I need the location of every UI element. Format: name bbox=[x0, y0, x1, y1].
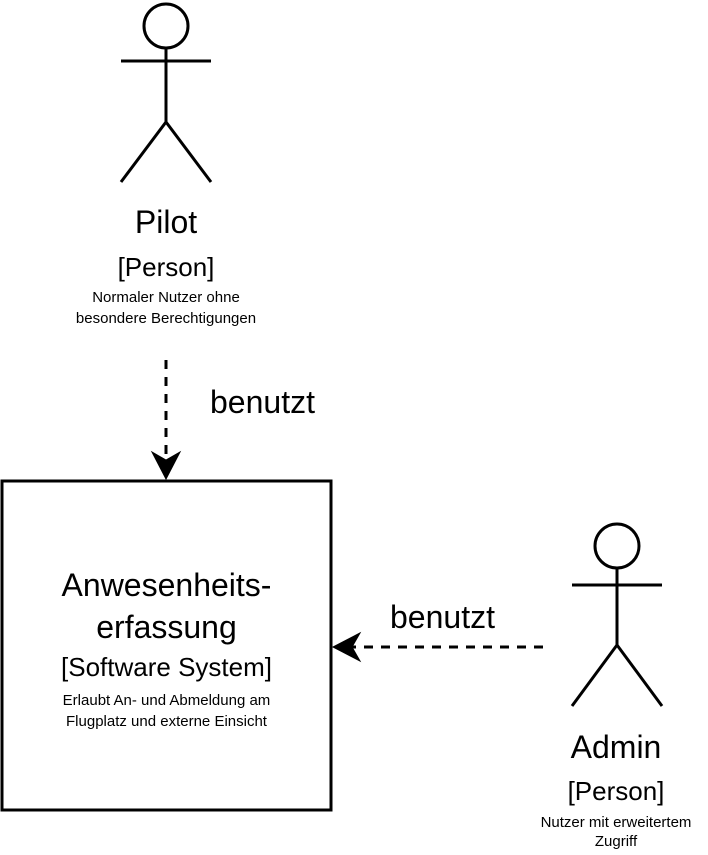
pilot-edge-label: benutzt bbox=[210, 384, 315, 420]
admin-head bbox=[593, 522, 641, 570]
system-type: [Software System] bbox=[61, 652, 272, 682]
software-system-box[interactable] bbox=[0, 479, 333, 812]
admin-left-leg bbox=[570, 644, 619, 707]
pilot-to-system-arrow bbox=[150, 360, 182, 481]
pilot-description-line1: Normaler Nutzer ohne bbox=[92, 289, 240, 306]
pilot-actor-figure[interactable] bbox=[119, 2, 213, 183]
pilot-arrow-head bbox=[150, 450, 182, 481]
admin-right-leg bbox=[615, 644, 664, 707]
admin-name: Admin bbox=[570, 729, 662, 765]
pilot-right-leg bbox=[164, 121, 213, 183]
admin-to-system-arrow bbox=[331, 631, 543, 663]
pilot-name: Pilot bbox=[134, 204, 198, 240]
pilot-type: [Person] bbox=[117, 252, 215, 282]
system-description-line1: Erlaubt An- und Abmeldung am bbox=[62, 692, 271, 709]
pilot-left-leg bbox=[119, 121, 168, 183]
pilot-head bbox=[142, 2, 190, 50]
system-name-line1: Anwesenheits- bbox=[61, 567, 272, 603]
admin-type: [Person] bbox=[567, 776, 665, 806]
admin-description-line1: Nutzer mit erweitertem bbox=[540, 814, 692, 831]
pilot-description-line2: besondere Berechtigungen bbox=[75, 310, 257, 327]
admin-description-line2: Zugriff bbox=[594, 833, 638, 850]
system-description-line2: Flugplatz und externe Einsicht bbox=[66, 713, 267, 730]
system-name-line2: erfassung bbox=[96, 609, 237, 645]
admin-actor-figure[interactable] bbox=[570, 522, 664, 707]
admin-arrow-head bbox=[331, 631, 362, 663]
admin-edge-label: benutzt bbox=[390, 599, 495, 635]
